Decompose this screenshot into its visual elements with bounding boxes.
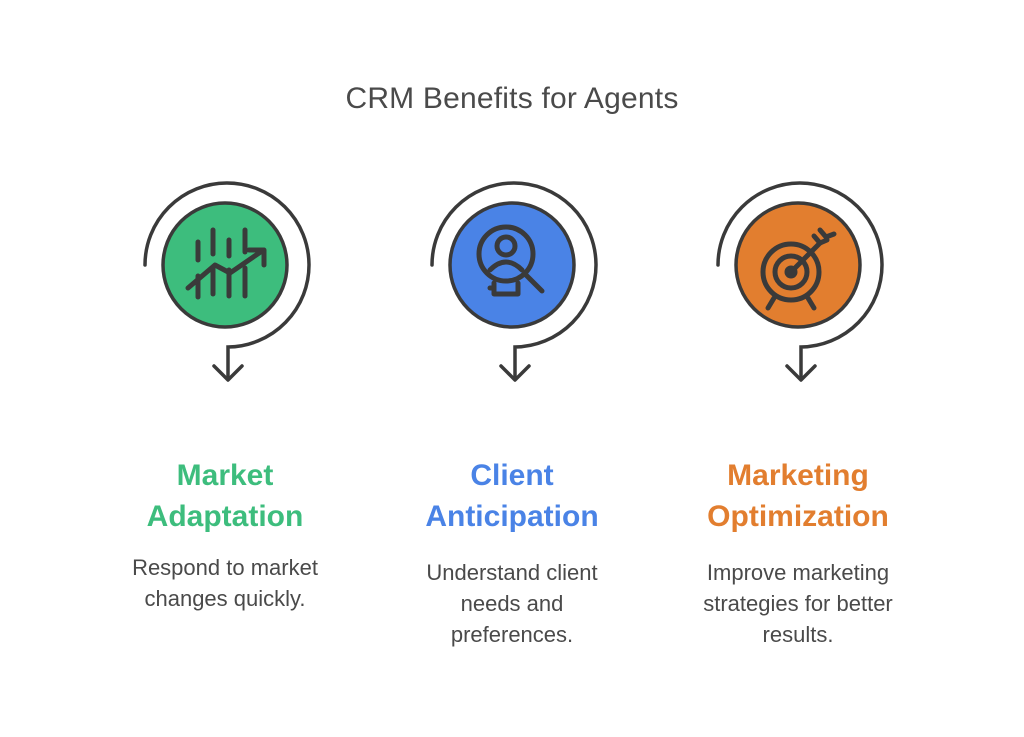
card-heading: Marketing Optimization <box>668 455 928 537</box>
heading-line: Adaptation <box>146 500 304 533</box>
flow-ring <box>430 181 598 380</box>
heading-line: Optimization <box>707 500 889 533</box>
page-title: CRM Benefits for Agents <box>345 82 679 115</box>
desc-line: strategies for better <box>703 591 893 616</box>
benefit-card-market-adaptation: Market Adaptation Respond to market chan… <box>95 0 355 737</box>
card-heading: Market Adaptation <box>95 455 355 537</box>
benefit-card-marketing-optimization: Marketing Optimization Improve marketing… <box>668 0 928 737</box>
user-search-icon <box>476 224 545 297</box>
chart-trend-icon <box>185 227 267 300</box>
heading-line: Marketing <box>727 459 869 492</box>
heading-line: Anticipation <box>425 500 599 533</box>
desc-line: changes quickly. <box>144 586 306 611</box>
icon-circle <box>161 201 289 329</box>
flow-ring <box>143 181 311 380</box>
desc-line: Improve marketing <box>706 560 890 585</box>
card-heading: Client Anticipation <box>382 455 642 537</box>
down-arrow-icon <box>212 364 244 382</box>
down-arrow-icon <box>785 364 817 382</box>
market-adaptation-graphic <box>143 181 311 382</box>
desc-line: Understand client <box>426 560 598 585</box>
desc-line: preferences. <box>450 622 574 647</box>
marketing-optimization-graphic <box>716 181 884 382</box>
flow-ring <box>716 181 884 380</box>
down-arrow-icon <box>499 364 531 382</box>
benefit-card-client-anticipation: Client Anticipation Understand client ne… <box>382 0 642 737</box>
card-description: Improve marketing strategies for better … <box>668 557 928 650</box>
desc-line: Respond to market <box>132 555 318 580</box>
card-description: Respond to market changes quickly. <box>95 552 355 614</box>
heading-line: Market <box>176 459 274 492</box>
desc-line: needs and <box>460 591 564 616</box>
client-anticipation-graphic <box>430 181 598 382</box>
card-description: Understand client needs and preferences. <box>382 557 642 650</box>
target-arrow-icon <box>760 227 837 311</box>
heading-line: Client <box>470 459 554 492</box>
desc-line: results. <box>762 622 834 647</box>
